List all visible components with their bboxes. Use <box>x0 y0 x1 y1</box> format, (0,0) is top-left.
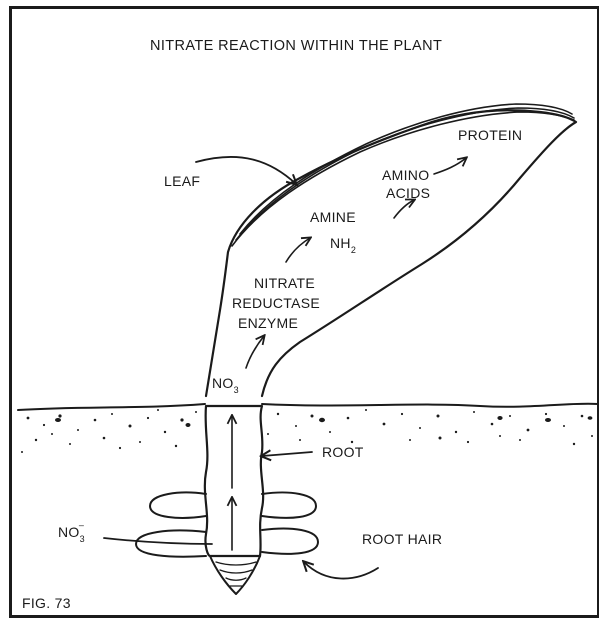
root-label: ROOT <box>322 444 364 460</box>
plant-leaf <box>206 104 576 396</box>
figure-number: FIG. 73 <box>22 595 71 611</box>
acids-label: ACIDS <box>386 185 430 201</box>
root-hair-label: ROOT HAIR <box>362 531 442 547</box>
amino-label: AMINO <box>382 167 429 183</box>
soil-band <box>18 404 598 453</box>
nh2-label: NH2 <box>330 235 356 255</box>
reductase-label: REDUCTASE <box>232 295 320 311</box>
plant-root <box>136 406 318 594</box>
diagram-title: NITRATE REACTION WITHIN THE PLANT <box>150 38 442 54</box>
amine-label: AMINE <box>310 209 356 225</box>
nitrate-label: NITRATE <box>254 275 315 291</box>
enzyme-label: ENZYME <box>238 315 298 331</box>
no3-plant-label: NO3 <box>212 375 239 395</box>
no3-soil-label: NO3– <box>58 520 85 544</box>
protein-label: PROTEIN <box>458 127 522 143</box>
leaf-label: LEAF <box>164 173 200 189</box>
